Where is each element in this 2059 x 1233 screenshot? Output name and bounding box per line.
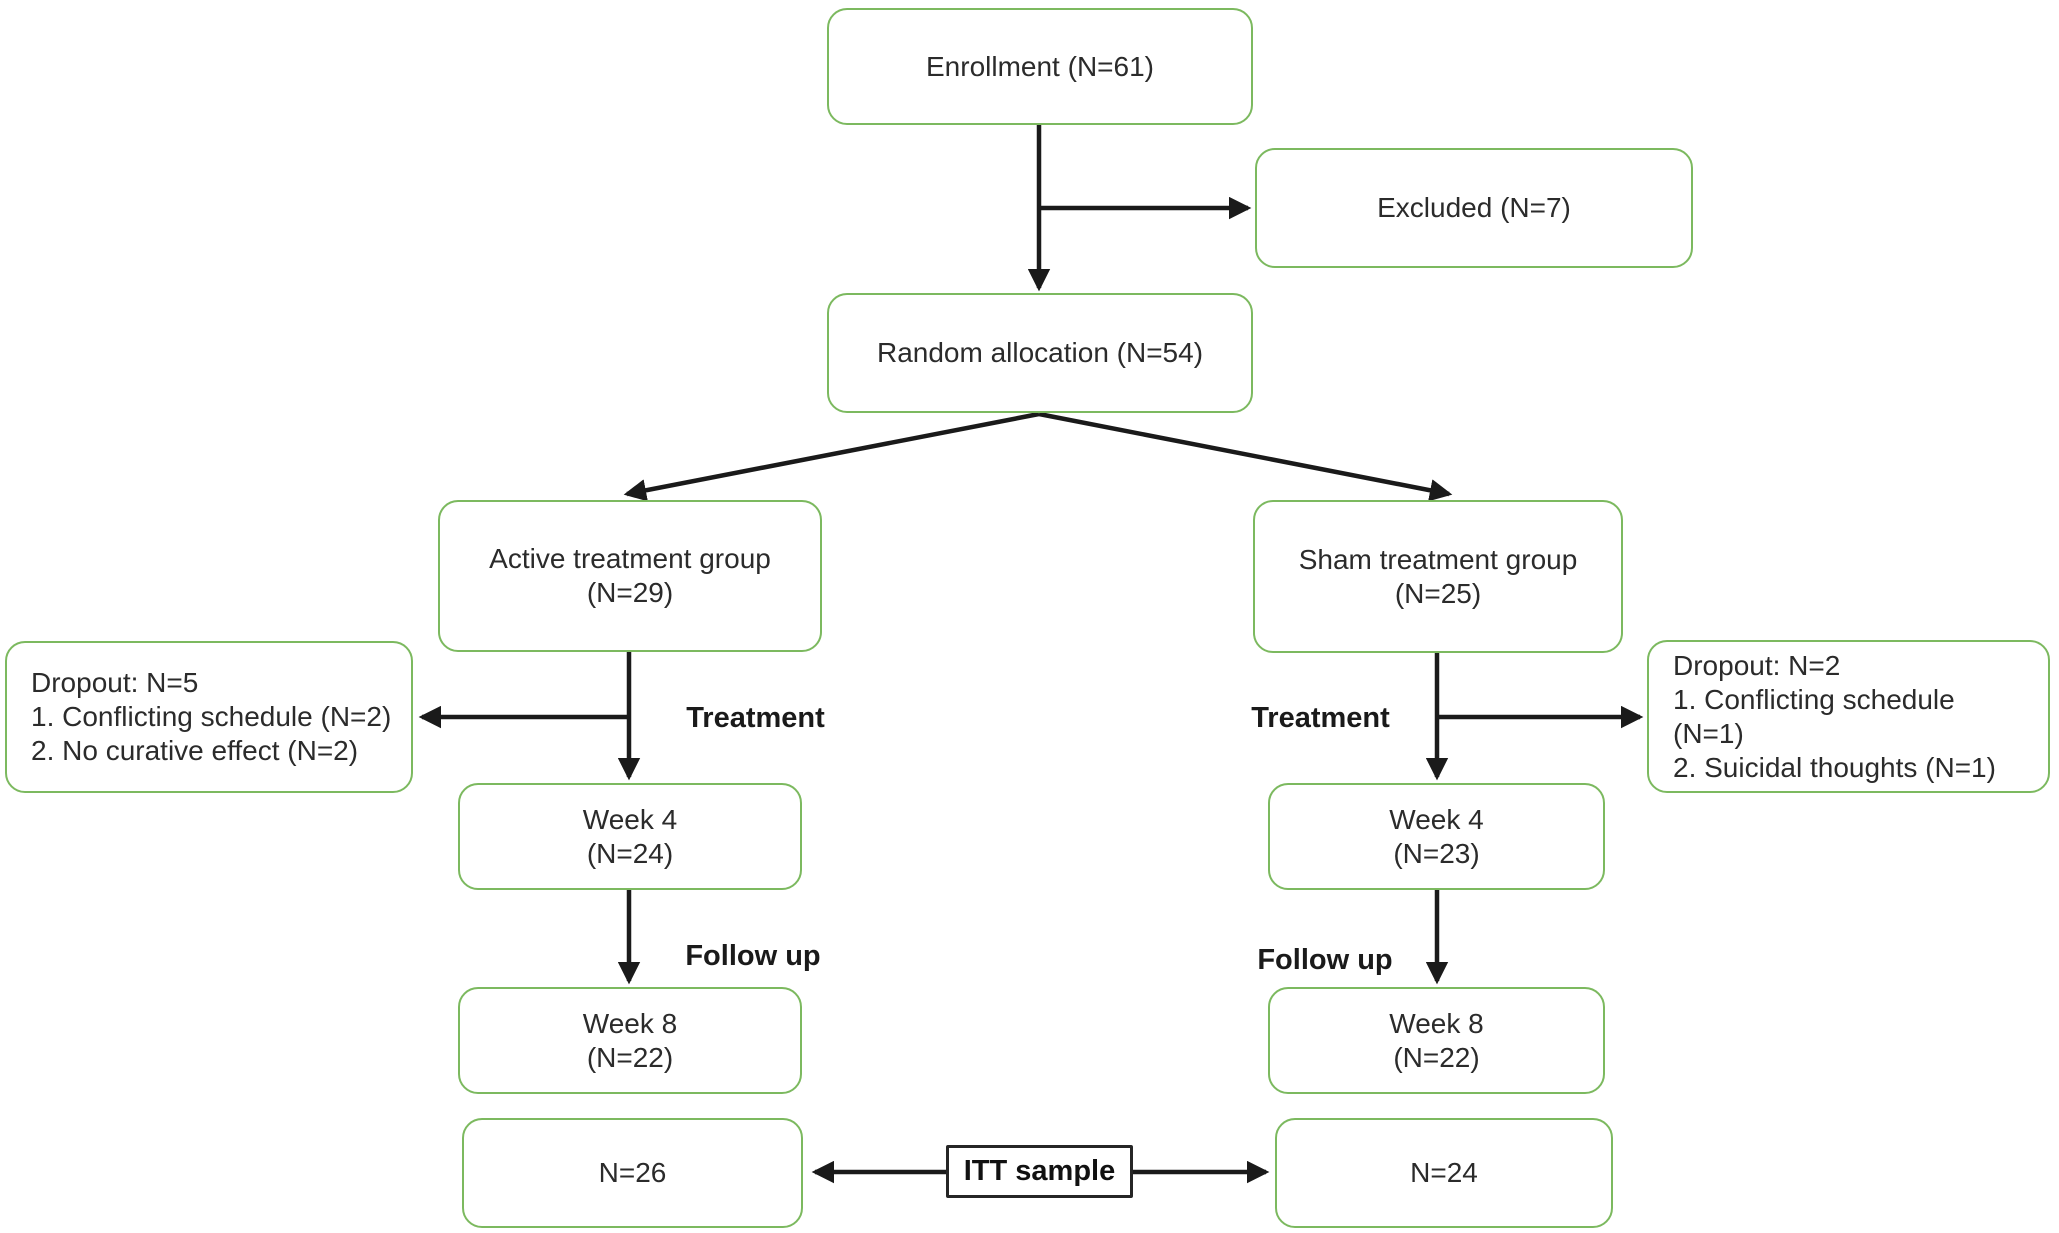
itt-sample-box: ITT sample: [946, 1145, 1133, 1198]
dropout-sham-box: Dropout: N=2 1. Conflicting schedule (N=…: [1647, 640, 2050, 793]
week8-sham-count: (N=22): [1393, 1041, 1480, 1073]
week4-active-box: Week 4 (N=24): [458, 783, 802, 890]
active-group-count: (N=29): [586, 577, 674, 608]
itt-sample-label: ITT sample: [963, 1155, 1116, 1187]
dropout-active-reason-1: 1. Conflicting schedule (N=2): [31, 701, 392, 732]
dropout-sham-title: Dropout: N=2: [1673, 649, 1841, 681]
followup-label-sham: Follow up: [1257, 944, 1393, 976]
itt-sham-count: N=24: [1410, 1157, 1478, 1188]
sham-group-title: Sham treatment group: [1298, 543, 1578, 575]
sham-group-count: (N=25): [1394, 577, 1482, 609]
active-treatment-group-box: Active treatment group (N=29): [438, 500, 822, 652]
dropout-active-box: Dropout: N=5 1. Conflicting schedule (N=…: [5, 641, 413, 793]
itt-active-count: N=26: [598, 1157, 667, 1188]
week8-sham-title: Week 8: [1389, 1007, 1484, 1039]
random-allocation-label: Random allocation (N=54): [876, 337, 1204, 368]
week8-active-title: Week 8: [582, 1007, 678, 1039]
itt-active-box: N=26: [462, 1118, 803, 1228]
arrow-random-to-active: [623, 411, 1040, 502]
week8-active-box: Week 8 (N=22): [458, 987, 802, 1094]
week4-sham-box: Week 4 (N=23): [1268, 783, 1605, 890]
enrollment-box: Enrollment (N=61): [827, 8, 1253, 125]
week4-sham-count: (N=23): [1393, 837, 1480, 869]
dropout-sham-reason-1: 1. Conflicting schedule (N=1): [1673, 683, 1955, 749]
followup-label-active: Follow up: [685, 940, 821, 972]
arrow-random-to-sham: [1038, 411, 1453, 502]
week4-active-title: Week 4: [582, 803, 678, 835]
week8-active-count: (N=22): [586, 1041, 674, 1073]
enrollment-label: Enrollment (N=61): [926, 50, 1154, 82]
itt-sham-box: N=24: [1275, 1118, 1613, 1228]
excluded-box: Excluded (N=7): [1255, 148, 1693, 268]
dropout-sham-reason-2: 2. Suicidal thoughts (N=1): [1673, 751, 1996, 783]
week4-active-count: (N=24): [586, 837, 674, 869]
week8-sham-box: Week 8 (N=22): [1268, 987, 1605, 1094]
active-group-title: Active treatment group: [489, 543, 771, 574]
treatment-label-sham: Treatment: [1251, 702, 1390, 734]
week4-sham-title: Week 4: [1389, 803, 1484, 835]
excluded-label: Excluded (N=7): [1377, 192, 1571, 223]
random-allocation-box: Random allocation (N=54): [827, 293, 1253, 413]
sham-treatment-group-box: Sham treatment group (N=25): [1253, 500, 1623, 653]
dropout-active-title: Dropout: N=5: [31, 667, 199, 698]
dropout-active-reason-2: 2. No curative effect (N=2): [31, 735, 359, 766]
treatment-label-active: Treatment: [686, 702, 825, 734]
